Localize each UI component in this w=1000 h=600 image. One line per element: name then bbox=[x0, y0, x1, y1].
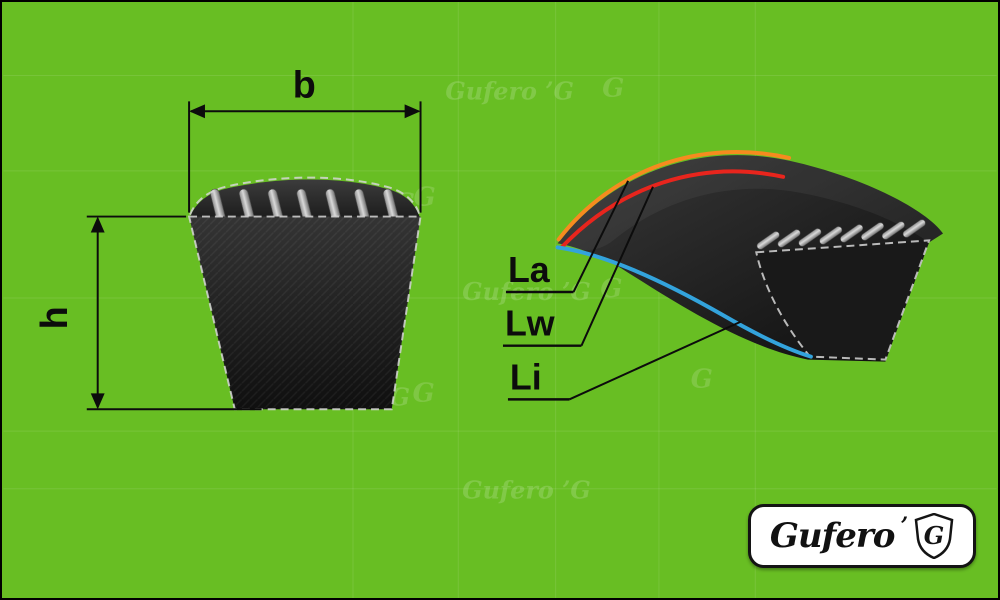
watermark-monogram: G bbox=[600, 274, 622, 304]
lw-leader-line bbox=[580, 186, 654, 347]
width-dimension: b bbox=[188, 63, 422, 213]
watermark-text: Gufero ’G bbox=[445, 77, 573, 105]
la-line bbox=[556, 150, 792, 242]
arrowhead-bottom bbox=[90, 393, 105, 410]
grid-layer bbox=[3, 2, 997, 598]
logo-apostrophe-mark: ’ bbox=[900, 513, 909, 539]
cord-pin bbox=[777, 229, 801, 248]
la-leader-line bbox=[572, 180, 630, 293]
belt-3d bbox=[555, 150, 944, 362]
cord-pins-3d bbox=[756, 219, 926, 250]
la-label: La bbox=[508, 250, 551, 290]
cord-pin bbox=[840, 224, 864, 243]
cord-pin bbox=[798, 228, 822, 247]
height-label: h bbox=[33, 306, 75, 329]
cord-pin bbox=[861, 222, 884, 241]
arrowhead-top bbox=[90, 216, 105, 233]
li-label: Li bbox=[510, 357, 542, 397]
shield-shape bbox=[914, 513, 954, 559]
arrowhead-right bbox=[404, 104, 421, 119]
belt-3d-cut-outline-dashed bbox=[755, 239, 931, 361]
watermark-monogram: G bbox=[602, 73, 624, 103]
belt-3d-top-highlight bbox=[557, 155, 944, 251]
watermark-text: Gufero ’G bbox=[462, 477, 590, 505]
watermark-monogram: G bbox=[413, 378, 435, 408]
lw-label: Lw bbox=[505, 304, 555, 344]
cord-pin bbox=[881, 221, 905, 240]
belt-cross-section bbox=[187, 176, 422, 411]
arrowhead-left bbox=[189, 104, 205, 119]
cord-pin bbox=[819, 226, 843, 245]
li-leader-line bbox=[569, 320, 741, 401]
logo-monogram-g: G bbox=[924, 521, 945, 550]
watermark-monogram: G bbox=[691, 364, 713, 394]
lw-line bbox=[559, 169, 786, 250]
belt-top-outline-dashed bbox=[189, 176, 421, 215]
li-line bbox=[555, 245, 813, 359]
height-dimension: h bbox=[33, 215, 262, 411]
length-labels: La Lw Li bbox=[502, 180, 741, 401]
logo-brand-text: Gufero bbox=[769, 516, 896, 556]
belt-front-texture bbox=[189, 216, 421, 410]
width-label: b bbox=[293, 63, 316, 105]
belt-3d-cut-face bbox=[756, 240, 930, 360]
cord-pins-cross-section bbox=[210, 188, 399, 223]
watermark-monogram: G bbox=[414, 183, 436, 213]
belt-front-outline-dashed bbox=[187, 215, 422, 411]
gufero-logo: Gufero ’ G bbox=[748, 504, 976, 568]
logo-shield-icon: G bbox=[914, 513, 954, 559]
cord-pin bbox=[756, 231, 780, 250]
cord-pin bbox=[902, 219, 926, 238]
